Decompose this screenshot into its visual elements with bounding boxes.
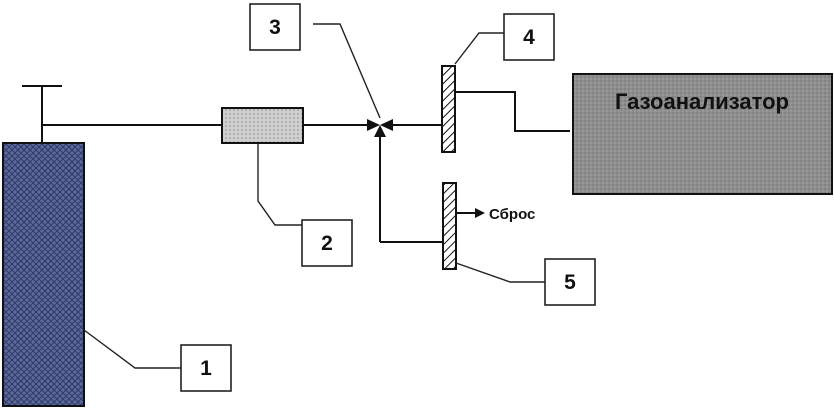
callout-4-label: 4	[523, 26, 535, 49]
callout-1-label: 1	[200, 357, 212, 380]
callout-4: 4	[503, 13, 555, 61]
gas-cylinder	[2, 142, 85, 407]
leader-4	[454, 32, 504, 65]
callout-3-label: 3	[269, 16, 281, 39]
gas-analyzer-label: Газоанализатор	[615, 89, 789, 114]
callout-1: 1	[180, 344, 232, 392]
filter	[221, 107, 304, 144]
callout-2-label: 2	[321, 232, 333, 255]
callout-3: 3	[249, 3, 301, 51]
callout-2: 2	[301, 219, 353, 267]
leader-1	[83, 329, 181, 369]
leader-2	[257, 143, 302, 226]
valve-5	[442, 182, 457, 270]
exhaust-label: Сброс	[489, 206, 535, 223]
pipe-to-analyzer	[455, 91, 570, 132]
leader-3	[313, 23, 381, 119]
callout-5: 5	[544, 258, 596, 306]
exhaust-arrow	[456, 208, 485, 218]
cylinder-valve	[22, 85, 62, 143]
tee-junction	[367, 119, 443, 243]
leader-5	[455, 262, 545, 283]
callout-5-label: 5	[564, 271, 576, 294]
gas-analyzer	[572, 73, 833, 195]
valve-4	[441, 65, 456, 153]
